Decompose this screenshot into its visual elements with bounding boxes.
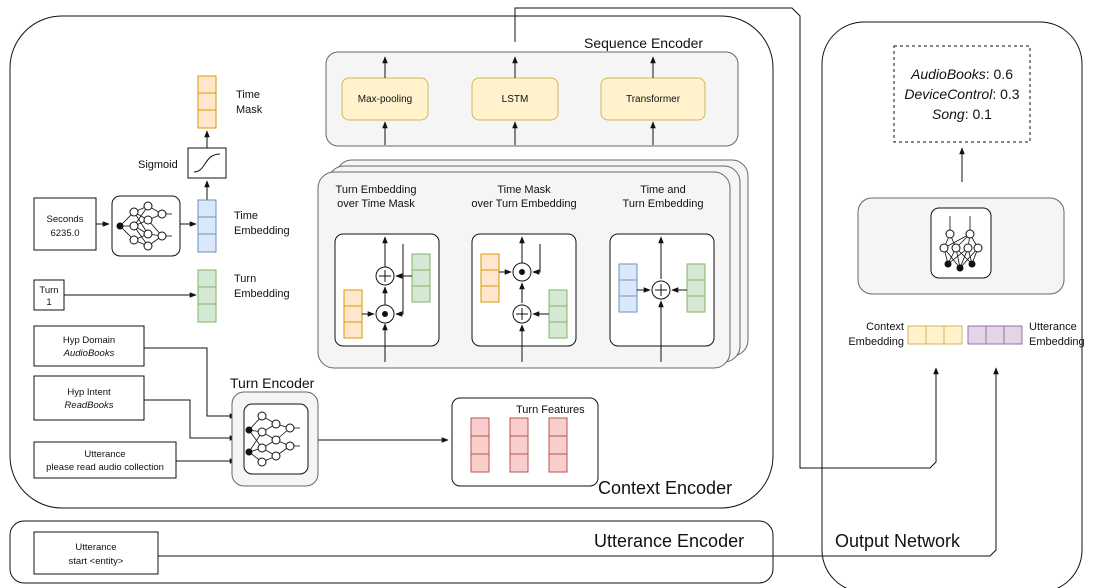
score-song: Song: 0.1 — [932, 106, 992, 122]
combo3-title-line1: Time and — [640, 184, 685, 196]
combo2-turn-embedding-vector — [548, 289, 568, 339]
hyp-intent-line2: ReadBooks — [64, 400, 113, 411]
transformer-block: Transformer — [600, 77, 706, 121]
combo1-turn-embedding-vector — [411, 253, 431, 303]
combo1-box — [334, 233, 440, 362]
turn-encoder-network-icon — [243, 403, 309, 475]
turn-embedding-vector — [197, 269, 217, 323]
combo2-add-icon — [512, 304, 532, 324]
combo3-turn-embedding-vector — [686, 263, 706, 313]
lstm-label: LSTM — [502, 94, 529, 105]
time-mask-label-line1: Time — [236, 89, 260, 101]
combo3-time-embedding-vector — [618, 263, 638, 313]
seconds-line1: Seconds — [47, 214, 84, 225]
output-network-container — [821, 21, 1083, 588]
output-scores-box — [893, 45, 1031, 143]
utterance-encoder-input-line1: Utterance — [75, 542, 116, 553]
hyp-domain-box: Hyp Domain AudioBooks — [33, 325, 145, 367]
combo2-multiply-icon — [512, 262, 532, 282]
turn-line2: 1 — [46, 297, 51, 308]
time-embedding-label-line1: Time — [234, 210, 258, 222]
transformer-label: Transformer — [626, 94, 681, 105]
output-network-icon — [930, 207, 992, 279]
context-embedding-vector — [907, 325, 963, 345]
context-embedding-label-line2: Embedding — [848, 336, 904, 348]
score-audiobooks: AudioBooks: 0.6 — [910, 66, 1013, 82]
turn-input-box: Turn 1 — [33, 279, 65, 311]
combo2-title-line1: Time Mask — [497, 184, 551, 196]
utterance-embedding-vector — [967, 325, 1023, 345]
turn-feature-vector-2 — [509, 417, 529, 473]
utterance-embedding-label-line2: Embedding — [1029, 336, 1085, 348]
max-pooling-block: Max-pooling — [341, 77, 429, 121]
seconds-line2: 6235.0 — [50, 228, 79, 239]
combo1-time-mask-vector — [343, 289, 363, 339]
sigmoid-block — [187, 147, 227, 179]
seconds-input-box: Seconds 6235.0 — [33, 197, 97, 251]
turn-feature-vector-3 — [548, 417, 568, 473]
max-pooling-label: Max-pooling — [358, 94, 412, 105]
utterance-line1: Utterance — [84, 449, 125, 460]
utterance-input-box: Utterance please read audio collection — [33, 441, 177, 479]
combo2-title-line2: over Turn Embedding — [471, 198, 576, 210]
hyp-intent-line1: Hyp Intent — [67, 387, 111, 398]
score-devicecontrol: DeviceControl: 0.3 — [904, 86, 1019, 102]
turn-embedding-label-line1: Turn — [234, 273, 256, 285]
hyp-intent-box: Hyp Intent ReadBooks — [33, 375, 145, 421]
sequence-encoder-title: Sequence Encoder — [584, 35, 703, 51]
utterance-encoder-title: Utterance Encoder — [594, 531, 744, 551]
turn-embedding-label-line2: Embedding — [234, 288, 290, 300]
utterance-line2: please read audio collection — [46, 462, 164, 473]
combo1-title-line2: over Time Mask — [337, 198, 415, 210]
combo2-box — [471, 233, 577, 362]
combo3-title-line2: Turn Embedding — [623, 198, 704, 210]
combo1-title-line1: Turn Embedding — [336, 184, 417, 196]
combo1-add-icon — [375, 266, 395, 286]
sigmoid-label: Sigmoid — [138, 159, 178, 171]
time-mask-vector — [197, 75, 217, 129]
combo1-multiply-icon — [375, 304, 395, 324]
time-embedding-label-line2: Embedding — [234, 225, 290, 237]
utterance-embedding-label-line1: Utterance — [1029, 321, 1077, 333]
turn-features-title: Turn Features — [516, 404, 585, 416]
utterance-encoder-container — [9, 520, 774, 584]
combo2-time-mask-vector — [480, 253, 500, 303]
context-encoder-title: Context Encoder — [598, 478, 732, 498]
combo3-add-icon — [651, 280, 671, 300]
time-mask-label-line2: Mask — [236, 104, 263, 116]
lstm-block: LSTM — [471, 77, 559, 121]
time-embedding-vector — [197, 199, 217, 253]
hyp-domain-line2: AudioBooks — [63, 348, 115, 359]
context-embedding-label-line1: Context — [866, 321, 904, 333]
turn-line1: Turn — [39, 285, 58, 296]
utterance-encoder-input-line2: start <entity> — [69, 556, 124, 567]
turn-encoder-title: Turn Encoder — [230, 375, 315, 391]
time-network-icon — [111, 195, 181, 257]
turn-feature-vector-1 — [470, 417, 490, 473]
utterance-encoder-input-box: Utterance start <entity> — [33, 531, 159, 575]
output-network-title: Output Network — [835, 531, 961, 551]
combo3-box — [609, 233, 715, 362]
hyp-domain-line1: Hyp Domain — [63, 335, 115, 346]
